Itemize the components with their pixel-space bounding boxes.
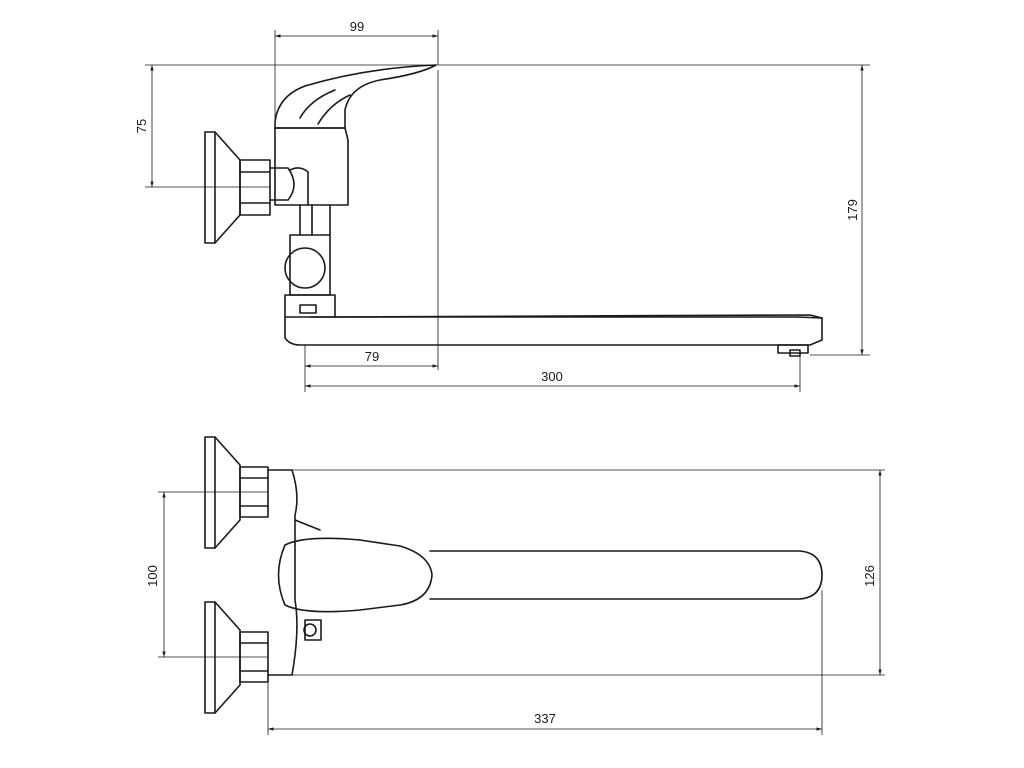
handle-lever-side	[274, 64, 437, 129]
dim-label-75: 75	[134, 119, 149, 133]
mixer-body-side	[274, 127, 349, 236]
dim-label-79: 79	[365, 349, 379, 364]
dim-inlet-spacing: 100	[145, 492, 166, 657]
dim-handle-height: 75	[134, 65, 154, 187]
spout-side	[284, 314, 823, 357]
dim-spout-length: 300	[305, 369, 800, 388]
eccentric-connector	[269, 167, 295, 201]
dim-body-offset: 79	[305, 349, 438, 368]
wall-flange-top-upper	[204, 436, 269, 549]
mixer-body-top	[267, 469, 322, 676]
dim-label-337: 337	[534, 711, 556, 726]
dim-label-100: 100	[145, 565, 160, 587]
wall-flange-top-lower	[204, 601, 269, 714]
spout-base-side	[284, 294, 336, 318]
diverter-knob	[284, 234, 331, 296]
top-view: 100 126 337	[145, 436, 885, 735]
dim-label-126: 126	[862, 565, 877, 587]
dim-label-300: 300	[541, 369, 563, 384]
spout-top	[429, 550, 823, 600]
dim-label-99: 99	[350, 19, 364, 34]
dim-total-length: 337	[268, 711, 822, 731]
dim-total-width: 126	[862, 470, 882, 675]
handle-lever-top	[277, 537, 433, 613]
side-view: 99 75 179 79 300	[134, 19, 870, 392]
dim-total-height: 179	[845, 65, 864, 355]
hex-nut-side	[239, 159, 271, 216]
dim-label-179: 179	[845, 199, 860, 221]
dim-handle-width: 99	[275, 19, 438, 38]
wall-flange-side	[204, 131, 241, 244]
